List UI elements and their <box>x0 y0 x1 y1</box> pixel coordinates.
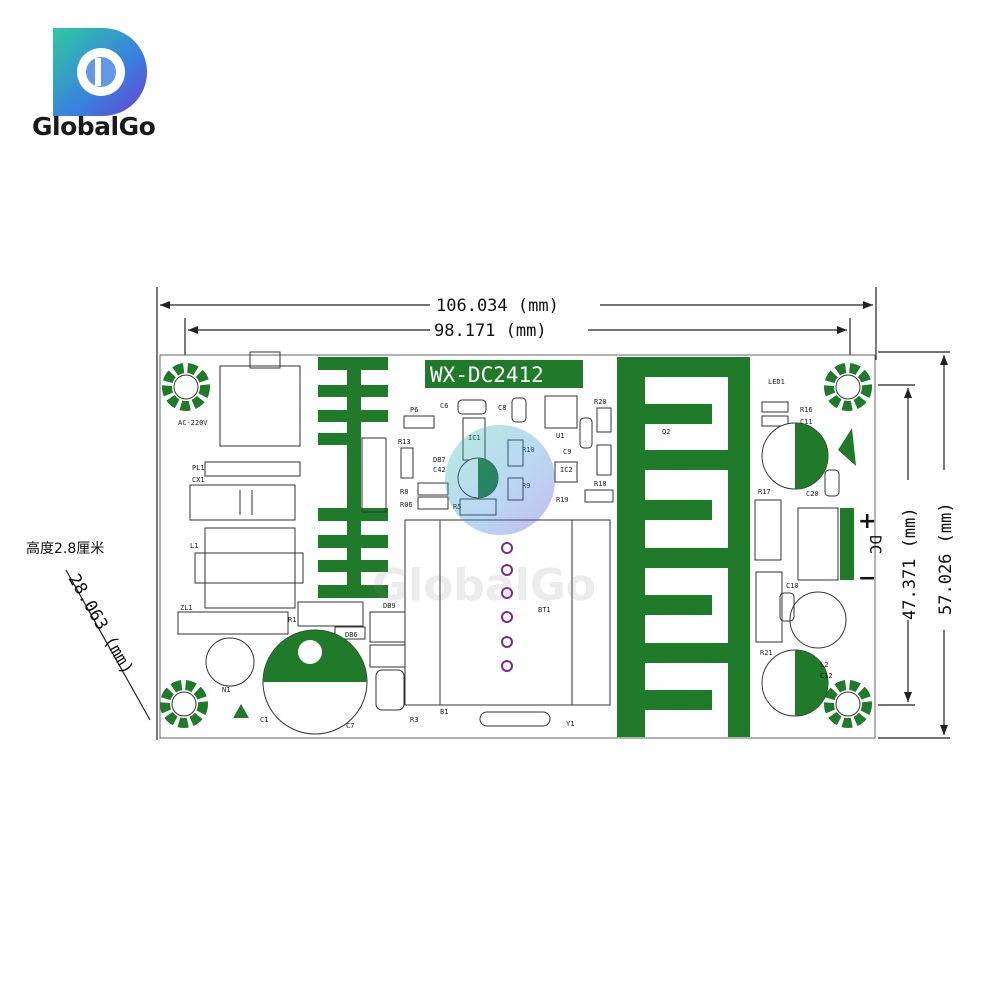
ac-label: AC-220V <box>178 419 208 427</box>
dimension-lines <box>65 287 950 740</box>
model-text: WX-DC2412 <box>430 363 544 387</box>
component-label-b1: B1 <box>440 708 448 716</box>
mounting-holes <box>160 363 872 728</box>
brand-name: GlobalGo <box>32 112 156 141</box>
component-label-zl1: ZL1 <box>180 604 193 612</box>
warning-triangle-icon <box>233 704 249 718</box>
component-label-c20: C20 <box>806 490 819 498</box>
component-label-r16: R16 <box>800 406 813 414</box>
dc-label: DC <box>866 535 885 554</box>
component-label-r17: R17 <box>758 488 771 496</box>
mounting-hole-top-right <box>824 363 872 411</box>
minus-sign: − <box>858 566 876 591</box>
diagonal-label: 28.063 (mm) <box>64 571 138 679</box>
plus-sign: + <box>858 509 876 534</box>
component-label-c9: C9 <box>563 448 571 456</box>
component-label-db6: DB6 <box>345 631 358 639</box>
component-label-n1: N1 <box>222 686 230 694</box>
component-label-c11: C11 <box>800 418 813 426</box>
component-label-p6: P6 <box>410 406 418 414</box>
ac-connector <box>219 365 301 447</box>
outer-height-label: 57.026 (mm) <box>936 502 956 615</box>
component-label-db9: DB9 <box>383 602 396 610</box>
watermark: GlobalGo <box>372 425 596 611</box>
component-label-l1: L1 <box>190 542 198 550</box>
thickness-note: 高度2.8厘米 <box>26 541 105 557</box>
crystal-y1 <box>479 711 551 727</box>
component-label-l2: L2 <box>820 661 828 669</box>
warning-triangle-icon <box>838 428 856 466</box>
component-label-c1: C1 <box>260 716 268 724</box>
dc-terminal <box>840 508 854 580</box>
transformer-pins <box>501 542 513 672</box>
model-label: WX-DC2412 <box>425 360 583 388</box>
component-label-c10: C10 <box>786 582 799 590</box>
inner-height-label: 47.371 (mm) <box>900 507 920 620</box>
inner-width-label: 98.171 (mm) <box>434 321 547 341</box>
component-label-cx1: CX1 <box>192 476 205 484</box>
component-label-r1: R1 <box>288 616 296 624</box>
dimension-arrows <box>160 301 948 735</box>
component-label-r8: R8 <box>400 488 408 496</box>
inductor-l1 <box>204 527 296 609</box>
component-label-r13: R13 <box>398 438 411 446</box>
component-label-r21: R21 <box>760 649 773 657</box>
bridge-db9 <box>369 611 406 643</box>
component-label-ic2: IC2 <box>560 466 573 474</box>
component-label-pl1: PL1 <box>192 464 205 472</box>
svg-text:GlobalGo: GlobalGo <box>372 560 596 611</box>
component-label-r19: R19 <box>556 496 569 504</box>
component-label-bt1: BT1 <box>538 606 551 614</box>
component-label-y1: Y1 <box>566 720 574 728</box>
component-label-c12: C12 <box>820 672 833 680</box>
component-label-q2: Q2 <box>662 428 670 436</box>
component-label-r06: R06 <box>400 501 413 509</box>
dc-connector <box>797 507 839 581</box>
component-label-r3: R3 <box>410 716 418 724</box>
mounting-hole-top-left <box>162 363 210 411</box>
component-label-r18: R18 <box>594 480 607 488</box>
heatsink-right <box>617 357 750 737</box>
component-label-c7: C7 <box>346 722 354 730</box>
mounting-hole-bottom-left <box>160 680 208 728</box>
component-label-c42: C42 <box>433 466 446 474</box>
globalgo-logo <box>53 28 147 116</box>
cap-cx1 <box>189 484 296 521</box>
component-label-r20: R20 <box>594 398 607 406</box>
component-label-db7: DB7 <box>433 456 446 464</box>
fuse <box>204 461 301 477</box>
component-label-u1: U1 <box>556 432 564 440</box>
mounting-hole-bottom-right <box>824 680 872 728</box>
outer-width-label: 106.034 (mm) <box>436 296 559 316</box>
ntc-n1 <box>205 637 255 687</box>
inductor-l2 <box>789 591 847 649</box>
component-label-c8: C8 <box>498 404 506 412</box>
component-label-c6: C6 <box>440 402 448 410</box>
heatsink-left <box>318 357 388 598</box>
component-label-led1: LED1 <box>768 378 785 386</box>
